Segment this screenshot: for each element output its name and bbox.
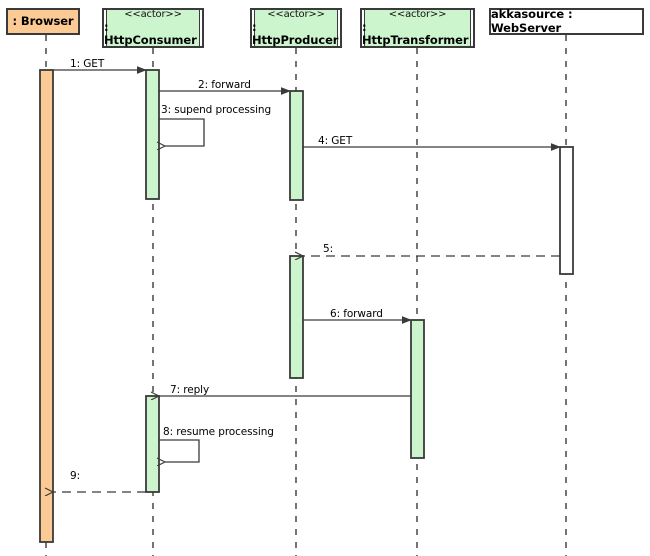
- message-3[interactable]: [159, 118, 205, 146]
- lifeline-name-web-server: akkasource : WebServer: [491, 7, 573, 35]
- lifeline-dashes: [45, 35, 567, 556]
- lifeline-stereotype-http-producer: <<actor>>: [267, 9, 325, 21]
- activation-bar-http-producer-4[interactable]: [289, 255, 304, 379]
- message-label-6: 6: forward: [330, 308, 383, 320]
- lifeline-header-web-server[interactable]: akkasource : WebServer: [489, 8, 644, 35]
- message-label-8: 8: resume processing: [163, 426, 274, 438]
- lifeline-header-http-transformer[interactable]: <<actor>>: HttpTransformer: [360, 8, 475, 48]
- activation-bar-web-server-3[interactable]: [559, 146, 574, 275]
- lifeline-stereotype-http-transformer: <<actor>>: [388, 9, 447, 21]
- activation-bar-http-consumer-1[interactable]: [145, 69, 160, 200]
- lifeline-stereotype-http-consumer: <<actor>>: [124, 9, 182, 21]
- self-message-path-8: [159, 439, 200, 462]
- self-message-path-3: [159, 118, 205, 146]
- lifeline-header-http-consumer[interactable]: <<actor>>: HttpConsumer: [102, 8, 204, 48]
- message-label-9: 9:: [70, 470, 81, 482]
- message-8[interactable]: [159, 439, 200, 462]
- message-arrows: [53, 70, 560, 492]
- lifeline-name-http-transformer: : HttpTransformer: [362, 19, 469, 47]
- message-label-2: 2: forward: [198, 79, 251, 91]
- activation-bar-http-producer-2[interactable]: [289, 90, 304, 201]
- activation-bar-http-consumer-6[interactable]: [145, 395, 160, 493]
- activation-bar-http-transformer-5[interactable]: [410, 319, 425, 459]
- lifeline-name-http-producer: : HttpProducer: [252, 19, 339, 47]
- lifeline-name-browser: : Browser: [12, 13, 74, 28]
- message-label-3: 3: supend processing: [161, 104, 272, 116]
- activation-bars: [39, 69, 574, 543]
- message-label-1: 1: GET: [70, 58, 105, 70]
- lifeline-name-http-consumer: : HttpConsumer: [104, 19, 197, 47]
- message-label-5: 5:: [323, 243, 334, 255]
- message-label-4: 4: GET: [318, 135, 353, 147]
- activation-bar-browser-0[interactable]: [39, 69, 54, 543]
- lifeline-header-browser[interactable]: : Browser: [6, 8, 80, 35]
- lifeline-header-http-producer[interactable]: <<actor>>: HttpProducer: [250, 8, 342, 48]
- message-label-7: 7: reply: [170, 384, 210, 396]
